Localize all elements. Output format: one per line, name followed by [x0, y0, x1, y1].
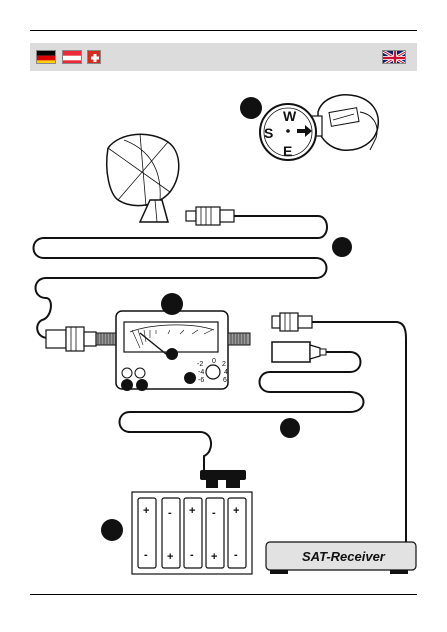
scale-label-2: 2 — [222, 361, 226, 368]
f-connector-receiver-icon — [272, 313, 312, 331]
battery-5-top-sign: + — [233, 505, 239, 517]
callout-9 — [101, 519, 123, 541]
dc-plug-icon — [272, 342, 326, 362]
f-connector-top-icon — [186, 207, 234, 225]
callout-5 — [184, 372, 196, 384]
battery-2-bottom-sign: + — [167, 551, 173, 563]
battery-1-top-sign: + — [143, 505, 149, 517]
battery-holder: + - - + + - - + + - — [101, 492, 252, 574]
callout-4 — [166, 348, 178, 360]
battery-4-top-sign: - — [212, 507, 216, 519]
satfinder-meter: -2 0 2 4 6 -4 -6 — [116, 293, 228, 391]
sat-receiver: SAT-Receiver — [266, 542, 416, 574]
scale-label-6: 6 — [223, 377, 227, 384]
scale-label-minus4: -4 — [198, 369, 204, 376]
battery-2-top-sign: - — [168, 507, 172, 519]
battery-3-top-sign: + — [189, 505, 195, 517]
compass-letter-top: W — [283, 108, 297, 124]
callout-6 — [121, 379, 133, 391]
scale-label-minus2: -2 — [197, 361, 203, 368]
callout-7 — [136, 379, 148, 391]
satellite-dish-icon — [107, 134, 179, 222]
compass-letter-left: S — [264, 125, 273, 141]
f-connector-meter-in-icon — [46, 327, 116, 351]
compass-icon: W S E — [240, 95, 378, 160]
callout-8 — [280, 418, 300, 438]
receiver-label: SAT-Receiver — [302, 549, 386, 564]
battery-3-bottom-sign: - — [190, 549, 194, 561]
scale-label-4: 4 — [224, 369, 228, 376]
battery-4-bottom-sign: + — [211, 551, 217, 563]
callout-1 — [240, 97, 262, 119]
scale-label-minus6: -6 — [198, 377, 204, 384]
scale-label-0: 0 — [212, 358, 216, 365]
attenuator-knob[interactable] — [206, 365, 220, 379]
compass-letter-bottom: E — [283, 143, 292, 159]
battery-1-bottom-sign: - — [144, 549, 148, 561]
bottom-rule — [30, 594, 417, 595]
callout-2 — [332, 237, 352, 257]
battery-5-bottom-sign: - — [234, 549, 238, 561]
meter-output-thread-icon — [228, 333, 250, 345]
led-indicator — [122, 368, 132, 378]
battery-snap-icon — [200, 470, 246, 488]
callout-3 — [161, 293, 183, 315]
led-indicator-2 — [135, 368, 145, 378]
